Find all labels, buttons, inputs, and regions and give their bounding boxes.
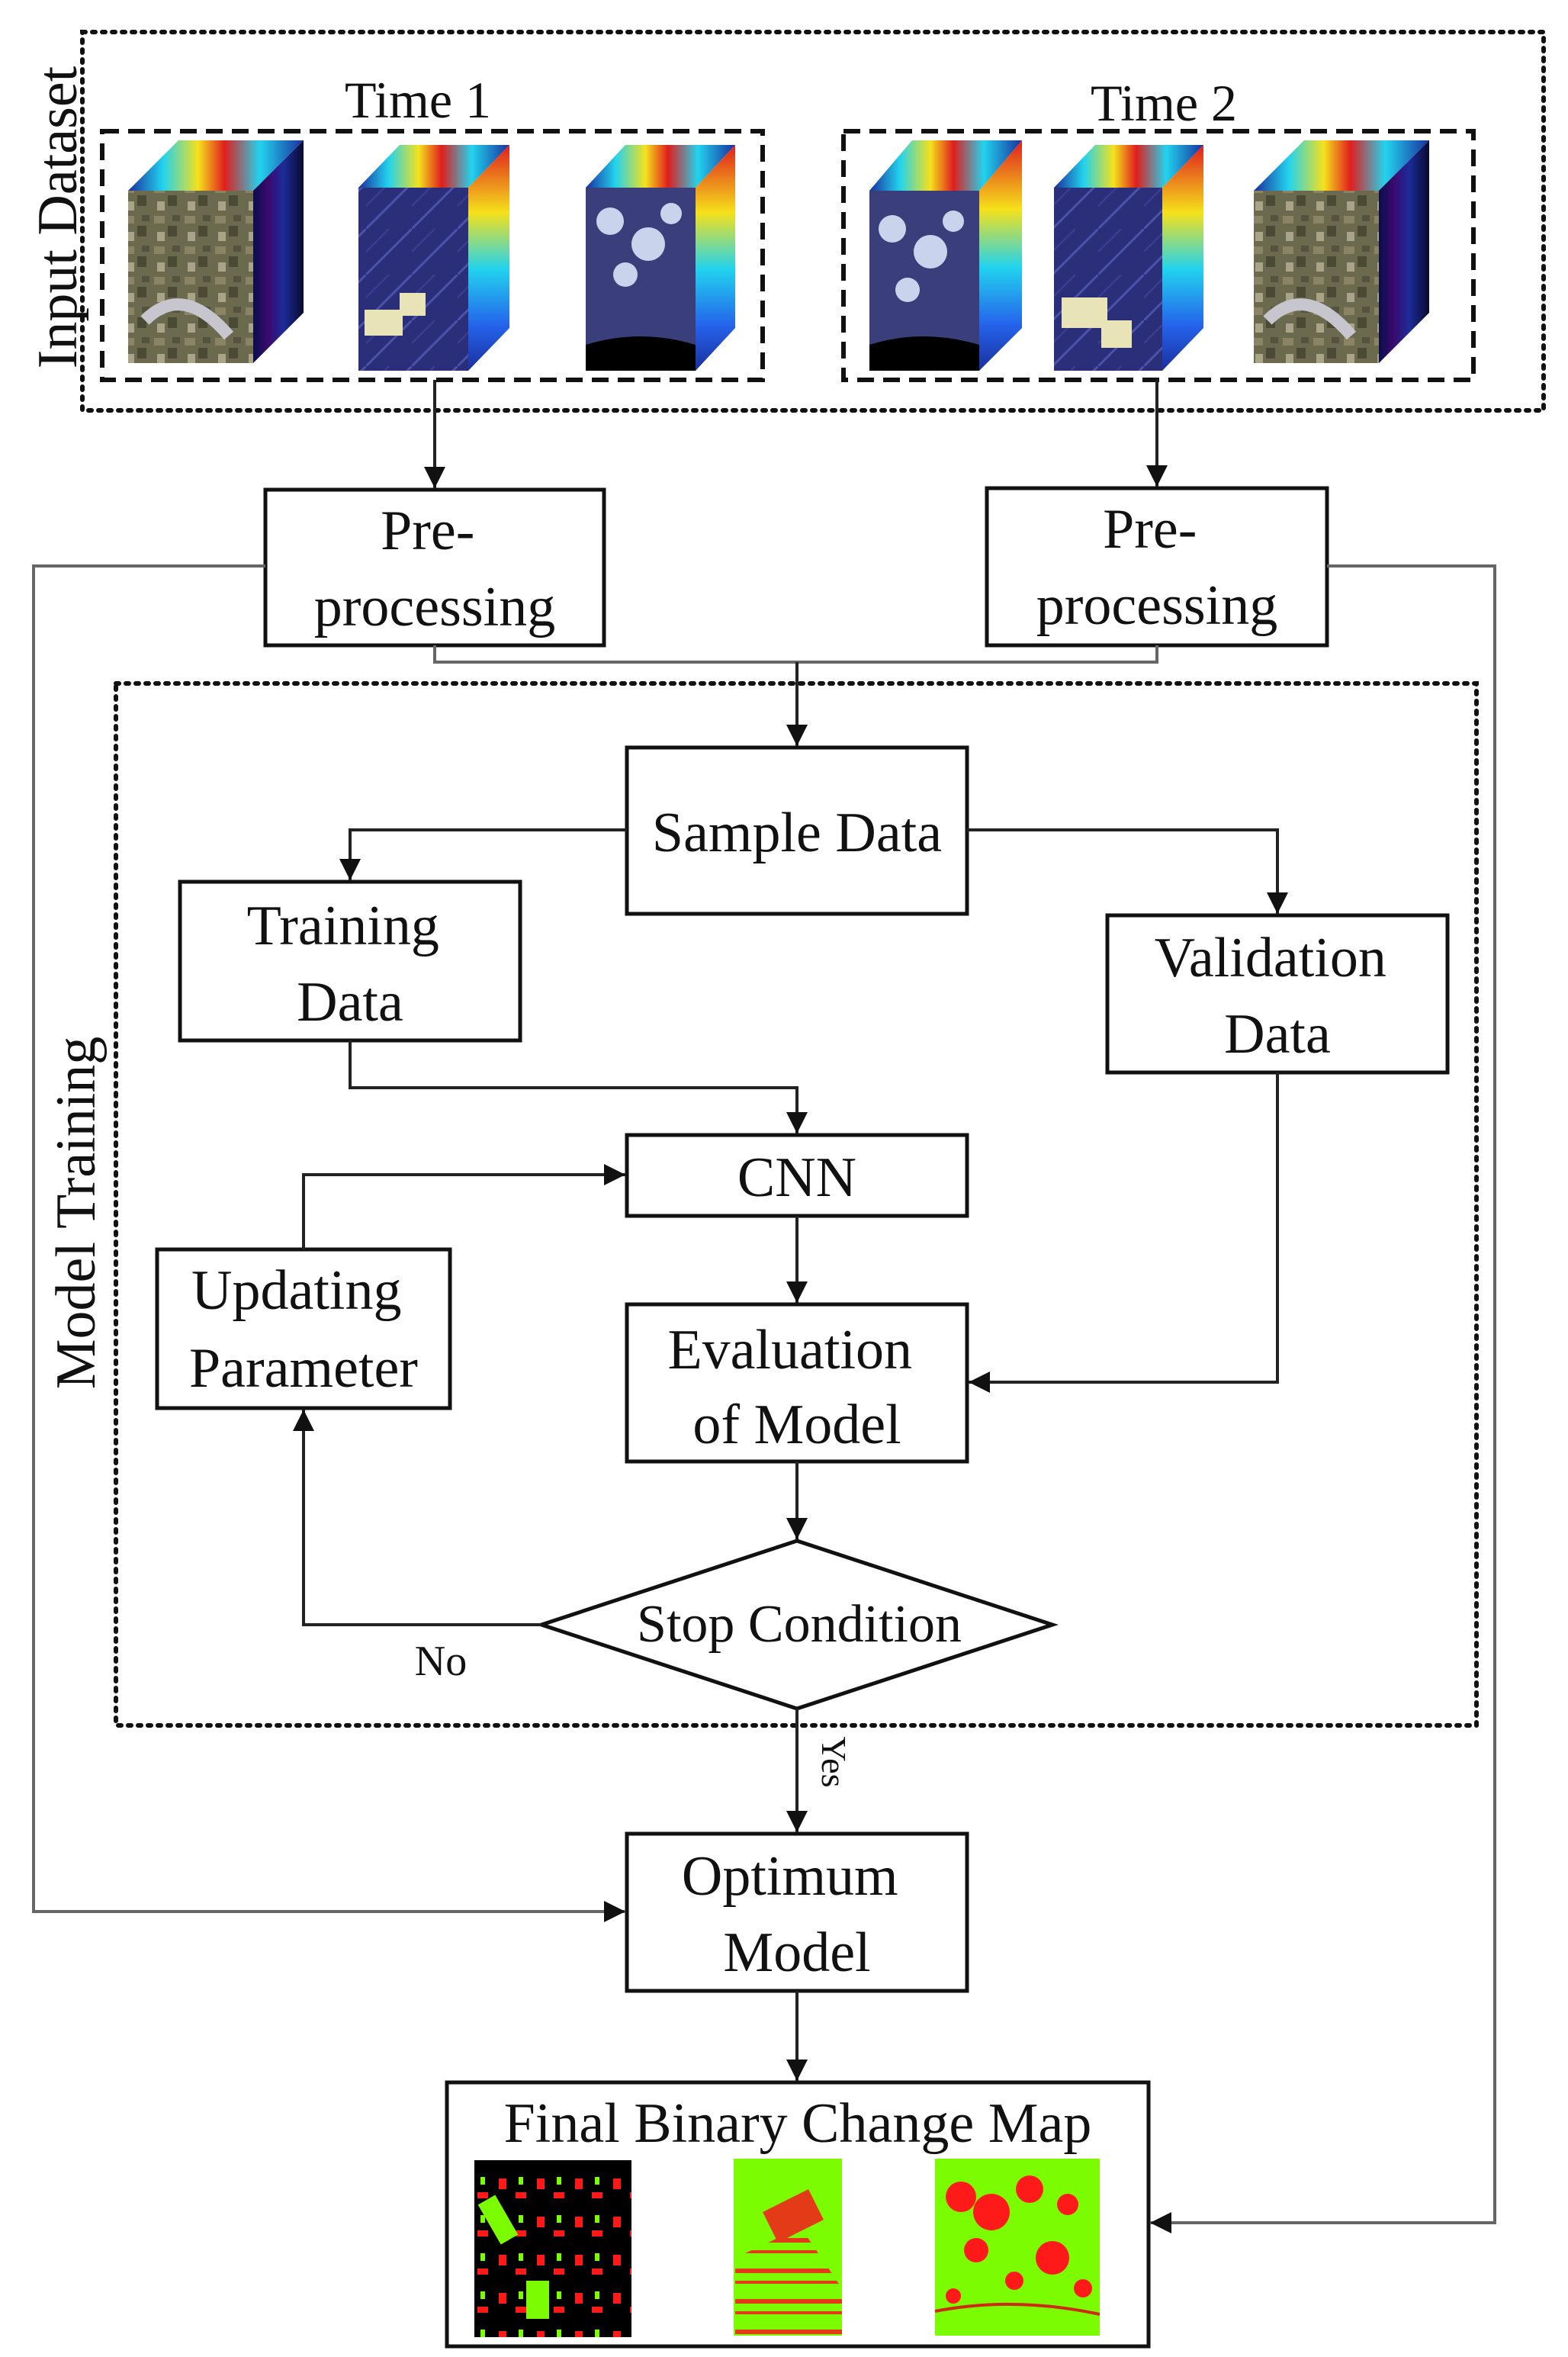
connectors	[32, 380, 1496, 2233]
final-binary-change-map: Final Binary Change Map	[445, 2080, 1151, 2349]
input-dataset-group: Input Dataset Time 1 Time 2	[27, 30, 1546, 413]
edge-preprocessing-to-final-map	[1150, 564, 1496, 2233]
svg-text:Optimum Model: Optimum Model	[682, 1845, 912, 1984]
image-cube-t2-b	[1054, 145, 1203, 371]
edge-training-to-cnn	[349, 1040, 808, 1133]
no-edge-label: No	[415, 1638, 467, 1685]
evaluation-of-model-node: Evaluation of Model	[625, 1302, 969, 1464]
cnn-label: CNN	[737, 1146, 856, 1209]
sample-data-node: Sample Data	[625, 745, 969, 916]
updating-parameter-node: Updating Parameter	[155, 1247, 452, 1410]
stop-condition-label: Stop Condition	[637, 1595, 962, 1654]
final-map-title: Final Binary Change Map	[504, 2092, 1092, 2155]
preprocessing-left-line1: Pre-	[381, 500, 474, 562]
edge-preprocessing-to-optimum-model	[32, 564, 625, 1922]
updating-parameter-line1: Updating	[191, 1259, 401, 1322]
svg-text:Pre- processing: Pre- processing	[314, 500, 556, 638]
edge-sample-to-training	[339, 828, 627, 880]
training-data-node: Training Data	[178, 879, 522, 1043]
svg-text:Validation Data: Validation Data	[1155, 927, 1401, 1066]
validation-data-node: Validation Data	[1105, 913, 1450, 1075]
image-cube-t1-c	[586, 145, 735, 371]
training-data-line1: Training	[247, 895, 439, 957]
change-map-2	[734, 2159, 842, 2336]
preprocessing-right-node: Pre- processing	[985, 486, 1329, 648]
yes-edge-label: Yes	[815, 1737, 853, 1788]
change-map-1	[474, 2160, 631, 2337]
edge-stop-no-to-updating	[293, 1410, 541, 1626]
svg-text:Pre- processing: Pre- processing	[1036, 498, 1278, 637]
preprocessing-left-node: Pre- processing	[263, 487, 606, 648]
preprocessing-left-line2: processing	[314, 576, 556, 638]
sample-data-label: Sample Data	[652, 802, 942, 864]
training-data-line2: Data	[297, 971, 403, 1034]
time1-label: Time 1	[345, 71, 491, 129]
input-dataset-label: Input Dataset	[27, 66, 89, 368]
edge-validation-to-evaluation	[969, 1072, 1279, 1393]
svg-text:Training Data: Training Data	[247, 895, 454, 1034]
stop-condition-node: Stop Condition	[535, 1539, 1059, 1711]
image-cube-t1-a	[128, 140, 304, 363]
evaluation-line2: of Model	[692, 1394, 901, 1456]
validation-data-line2: Data	[1224, 1003, 1331, 1066]
evaluation-line1: Evaluation	[667, 1319, 912, 1381]
preprocessing-right-line1: Pre-	[1103, 498, 1197, 561]
optimum-model-line2: Model	[723, 1921, 870, 1984]
input-dataset-frame	[80, 30, 1546, 413]
edge-preprocessing-merge	[433, 645, 1158, 664]
model-training-label: Model Training	[45, 1037, 108, 1390]
edge-updating-to-cnn	[302, 1164, 625, 1249]
image-cube-t1-b	[358, 145, 509, 371]
time1-frame	[100, 129, 765, 382]
validation-data-line1: Validation	[1155, 927, 1386, 989]
preprocessing-right-line2: processing	[1036, 574, 1278, 637]
change-map-3	[934, 2159, 1100, 2336]
svg-text:Evaluation of Model: Evaluation of Model	[667, 1319, 926, 1456]
cnn-node: CNN	[625, 1133, 969, 1218]
image-cube-t2-c	[1254, 140, 1429, 363]
optimum-model-node: Optimum Model	[625, 1831, 969, 1993]
svg-text:Updating Parameter: Updating Parameter	[189, 1259, 418, 1400]
time2-label: Time 2	[1091, 74, 1237, 132]
optimum-model-line1: Optimum	[682, 1845, 898, 1908]
edge-sample-to-validation	[967, 828, 1288, 914]
updating-parameter-line2: Parameter	[189, 1337, 418, 1400]
image-cube-t2-a	[869, 140, 1022, 371]
